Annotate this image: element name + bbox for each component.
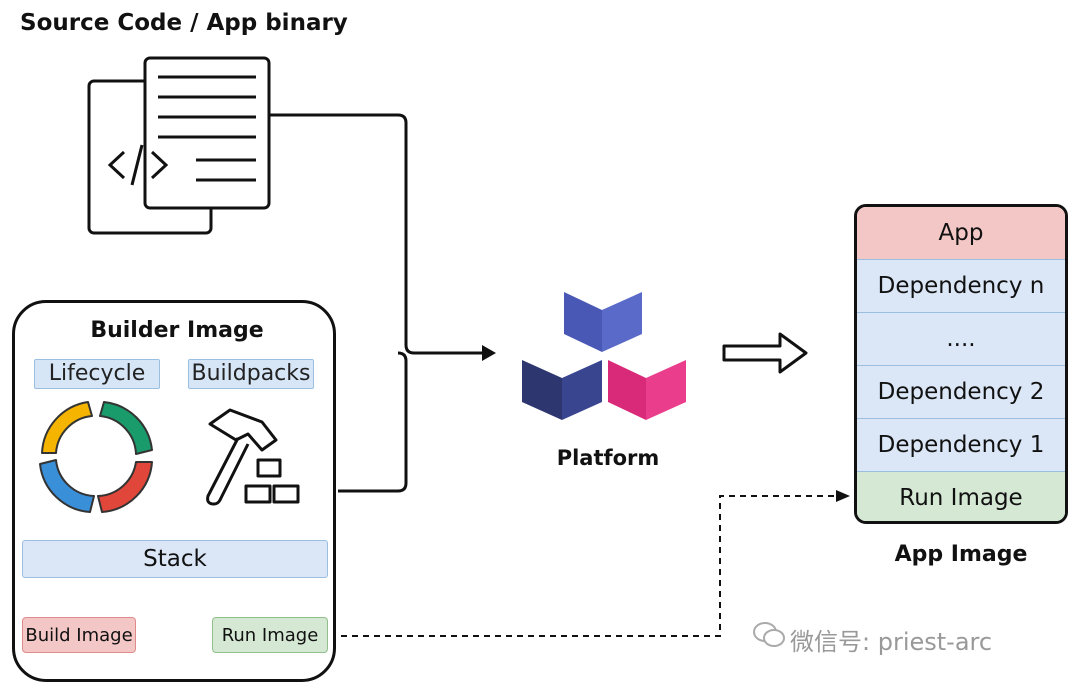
source-to-platform-line	[270, 113, 482, 355]
run-image-dashed-line	[330, 495, 836, 637]
buildpacks-hammer-icon	[206, 408, 300, 506]
layer-ellipsis: ....	[857, 313, 1065, 366]
build-image-box: Build Image	[22, 617, 136, 653]
watermark-text: 微信号: priest-arc	[790, 628, 993, 656]
layer-run-image: Run Image	[857, 472, 1065, 521]
app-image-title: App Image	[894, 542, 1028, 567]
platform-logo-icon	[522, 292, 686, 420]
stack-bar: Stack	[22, 540, 328, 578]
layer-dependency-1: Dependency 1	[857, 419, 1065, 472]
hollow-arrow-icon	[722, 332, 808, 374]
source-code-title: Source Code / App binary	[20, 10, 348, 36]
builder-to-platform-line	[338, 351, 408, 493]
app-image-stack: App Dependency n .... Dependency 2 Depen…	[854, 204, 1068, 524]
wechat-icon	[753, 622, 785, 647]
run-image-box: Run Image	[212, 617, 328, 653]
layer-dependency-2: Dependency 2	[857, 366, 1065, 419]
lifecycle-label: Lifecycle	[34, 359, 160, 389]
buildpacks-label: Buildpacks	[188, 359, 314, 389]
layer-app: App	[857, 207, 1065, 260]
layer-dependency-n: Dependency n	[857, 260, 1065, 313]
lifecycle-cycle-icon	[39, 401, 153, 513]
source-code-document-icon	[87, 56, 271, 235]
platform-arrowhead	[482, 345, 496, 361]
builder-image-title: Builder Image	[90, 318, 264, 343]
platform-label: Platform	[556, 446, 660, 470]
run-image-arrowhead	[836, 490, 850, 502]
